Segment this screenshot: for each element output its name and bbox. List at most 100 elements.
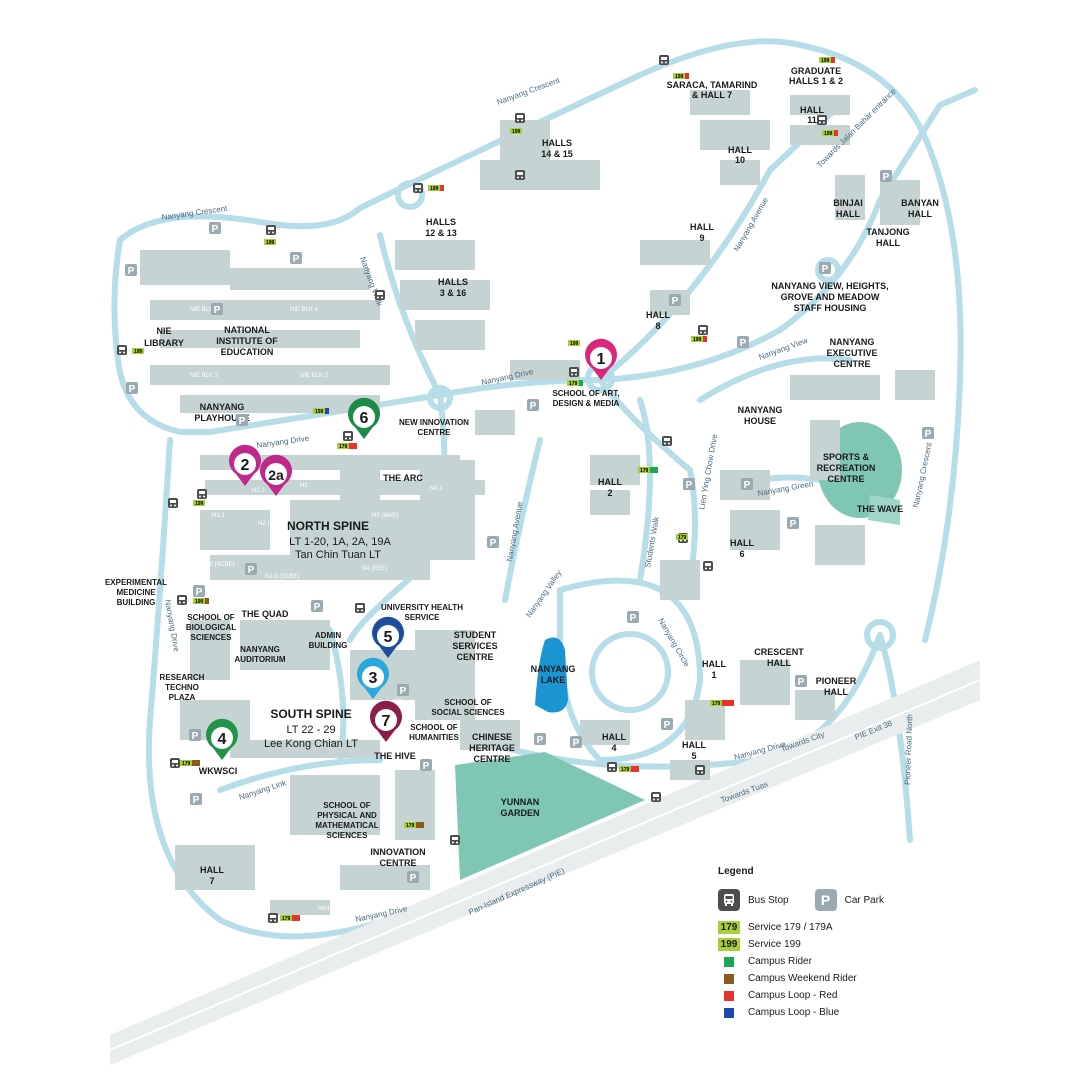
bus-stop-icon (375, 290, 385, 300)
bus-stop-icon (817, 115, 827, 125)
legend-service-199: 199 Service 199 (718, 936, 938, 953)
svg-text:2a: 2a (268, 467, 284, 483)
svg-text:NN1: NN1 (318, 906, 331, 912)
svg-text:179: 179 (569, 381, 578, 387)
car-park-icon (193, 585, 205, 598)
bus-stop-icon (662, 436, 672, 446)
svg-text:N1.3 (SCBE): N1.3 (SCBE) (265, 574, 300, 580)
north-spine-title: NORTH SPINE (287, 519, 369, 533)
svg-text:NIE BLK 7: NIE BLK 7 (362, 356, 391, 362)
legend-service-179: 179 Service 179 / 179A (718, 919, 938, 936)
svg-text:199: 199 (824, 131, 833, 137)
south-spine-lt: LT 22 - 29 (286, 724, 335, 736)
car-park-icon (290, 252, 302, 265)
service-tags: 199 199 199 199 199 179 199 179 199 199 … (132, 57, 838, 922)
svg-text:N3 (MAE): N3 (MAE) (372, 513, 398, 519)
label-the-arc: THE ARC (383, 473, 423, 483)
label-the-wave: THE WAVE (857, 504, 903, 514)
car-park-icon (787, 517, 799, 530)
svg-text:NIE BLK 4: NIE BLK 4 (290, 307, 319, 313)
legend-campus-loop-red: Campus Loop - Red (718, 987, 938, 1004)
pin-2: 2 (229, 444, 261, 486)
svg-text:199: 199 (675, 74, 684, 80)
bus-stop-icon (695, 765, 705, 775)
svg-text:179: 179 (282, 916, 291, 922)
car-park-icon (683, 478, 695, 491)
svg-text:N2 (SBS): N2 (SBS) (258, 521, 283, 527)
car-park-icon (420, 759, 432, 772)
svg-text:199: 199 (693, 337, 702, 343)
svg-text:7: 7 (382, 713, 391, 730)
svg-text:179: 179 (339, 444, 348, 450)
svg-text:NIE BLK 5: NIE BLK 5 (190, 307, 219, 313)
svg-text:199: 199 (266, 240, 275, 246)
car-park-icon (397, 684, 409, 697)
svg-text:Nanyang Drive: Nanyang Drive (163, 599, 181, 653)
legend-car-park: P Car Park (814, 889, 884, 911)
svg-text:179: 179 (182, 761, 191, 767)
car-park-icon (126, 382, 138, 395)
legend-campus-loop-blue: Campus Loop - Blue (718, 1004, 938, 1021)
car-park-icon (627, 611, 639, 624)
expressway (109, 660, 981, 1065)
legend-title: Legend (718, 866, 754, 877)
location-pins[interactable]: 1 2 2a 6 5 3 7 4 (206, 338, 617, 760)
svg-text:199: 199 (195, 501, 204, 507)
car-park-icon (125, 264, 137, 277)
svg-text:3: 3 (369, 670, 378, 687)
legend-campus-rider: Campus Rider (718, 953, 938, 970)
svg-text:6: 6 (360, 410, 369, 427)
svg-text:179: 179 (712, 701, 721, 707)
label-saraca: SARACA, TAMARIND& HALL 7 (667, 80, 758, 100)
campus-loop-red-swatch (724, 990, 734, 1001)
legend-campus-weekend-rider: Campus Weekend Rider (718, 970, 938, 987)
pin-3: 3 (357, 657, 389, 699)
svg-text:199: 199 (195, 599, 204, 605)
legend-campus-weekend-rider-label: Campus Weekend Rider (748, 973, 857, 984)
bus-stop-icon (197, 489, 207, 499)
svg-text:4: 4 (218, 731, 227, 748)
legend-service-199-label: Service 199 (748, 939, 801, 950)
car-park-icon (245, 563, 257, 576)
svg-text:199: 199 (821, 58, 830, 64)
svg-text:N2.1: N2.1 (252, 488, 265, 494)
svg-text:179: 179 (640, 468, 649, 474)
bus-stop-icon (266, 225, 276, 235)
pin-6: 6 (348, 397, 380, 439)
car-park-icon (190, 793, 202, 806)
svg-text:Nanyang Crescent: Nanyang Crescent (911, 441, 934, 508)
label-the-quad: THE QUAD (242, 609, 290, 619)
north-spine-lt: LT 1-20, 1A, 2A, 19A (289, 536, 391, 548)
svg-text:179: 179 (678, 535, 687, 541)
svg-text:5: 5 (384, 629, 393, 646)
svg-text:S2.1: S2.1 (395, 641, 408, 647)
car-park-icon (795, 675, 807, 688)
svg-text:S1 (CEE): S1 (CEE) (190, 761, 215, 767)
car-park-icon (236, 414, 248, 427)
map-legend: Legend Bus Stop P Car Park 179 Service 1… (718, 866, 938, 1021)
